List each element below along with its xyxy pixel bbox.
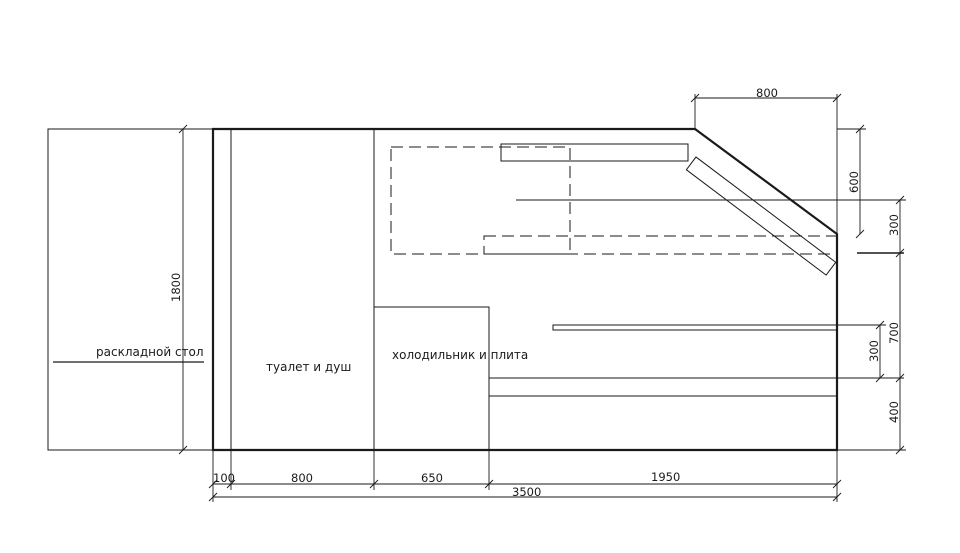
shelf bbox=[552, 324, 838, 331]
dimension-lines bbox=[178, 93, 906, 502]
label-folding-table: раскладной стол bbox=[96, 345, 204, 359]
folding-table-outline bbox=[47, 128, 214, 451]
dim-right-400: 400 bbox=[887, 401, 901, 423]
dim-right-300-inner: 300 bbox=[867, 340, 881, 362]
dim-left-1800: 1800 bbox=[169, 273, 183, 302]
fridge-stove-block bbox=[374, 306, 490, 450]
label-toilet-shower: туалет и душ bbox=[266, 360, 351, 374]
bed-extension-dashed bbox=[483, 235, 838, 255]
dim-total-3500: 3500 bbox=[512, 485, 541, 499]
dim-bottom-100: 100 bbox=[213, 471, 235, 485]
dim-bottom-1950: 1950 bbox=[651, 470, 680, 484]
dim-top-800: 800 bbox=[756, 86, 778, 100]
dim-right-600: 600 bbox=[847, 171, 861, 193]
room-outline bbox=[211, 127, 839, 452]
label-fridge-stove: холодильник и плита bbox=[392, 348, 528, 362]
dim-right-300-top: 300 bbox=[887, 214, 901, 236]
dim-bottom-650: 650 bbox=[421, 471, 443, 485]
dim-bottom-800: 800 bbox=[291, 471, 313, 485]
top-shelf bbox=[500, 143, 689, 162]
dim-right-700: 700 bbox=[887, 322, 901, 344]
diagonal-shelf bbox=[685, 156, 837, 276]
